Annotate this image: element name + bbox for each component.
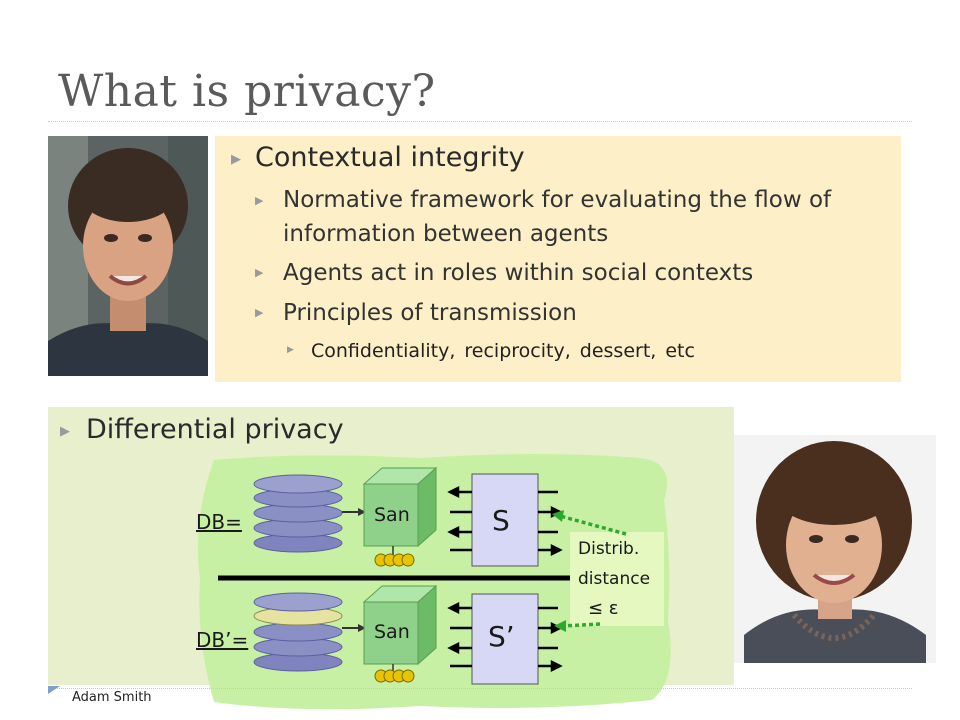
random-coins-icon-bottom xyxy=(374,664,415,683)
distance-label-epsilon: ≤ ε xyxy=(588,598,619,619)
contextual-integrity-panel: ▶ Contextual integrity ▶ Normative frame… xyxy=(215,136,901,382)
distance-label-line1: Distrib. xyxy=(578,539,640,559)
san-box-top xyxy=(362,466,438,548)
db-stack-top xyxy=(253,474,343,553)
db-prime-label: DB’= xyxy=(196,628,249,652)
contextual-item-1-cont: information between agents xyxy=(283,221,609,247)
bullet-arrow-icon: ▶ xyxy=(255,266,264,279)
contextual-subitem: Confidentiality, reciprocity, dessert, e… xyxy=(311,340,695,362)
slide-title: What is privacy? xyxy=(58,66,436,117)
footer-marker xyxy=(48,686,60,694)
bullet-arrow-icon: ▶ xyxy=(255,306,264,319)
contextual-heading: Contextual integrity xyxy=(255,142,525,173)
bullet-arrow-icon: ▶ xyxy=(231,152,241,167)
san-box-bottom xyxy=(362,584,438,666)
bullet-arrow-icon: ▶ xyxy=(287,345,294,355)
footer-author: Adam Smith xyxy=(72,690,152,705)
differential-heading: Differential privacy xyxy=(86,414,344,445)
contextual-item-1: Normative framework for evaluating the f… xyxy=(283,187,832,213)
output-box-s xyxy=(471,473,539,567)
bullet-arrow-icon: ▶ xyxy=(255,194,264,207)
san-label-top: San xyxy=(374,504,410,526)
output-box-s-prime xyxy=(471,593,539,685)
portrait-photo-2 xyxy=(734,435,936,663)
contextual-item-2: Agents act in roles within social contex… xyxy=(283,260,754,286)
title-divider xyxy=(48,121,912,122)
bullet-arrow-icon: ▶ xyxy=(60,424,70,439)
distance-label-line2: distance xyxy=(578,569,651,589)
output-s-label: S xyxy=(492,504,510,537)
output-s-prime-label: S’ xyxy=(488,620,515,653)
footer-divider xyxy=(48,688,912,689)
contextual-item-3: Principles of transmission xyxy=(283,300,577,326)
db-label: DB= xyxy=(196,510,242,534)
distance-box xyxy=(570,532,664,626)
random-coins-icon-top xyxy=(374,546,415,567)
san-label-bottom: San xyxy=(374,621,410,643)
db-prime-stack xyxy=(253,592,343,672)
portrait-photo-1 xyxy=(48,136,208,376)
